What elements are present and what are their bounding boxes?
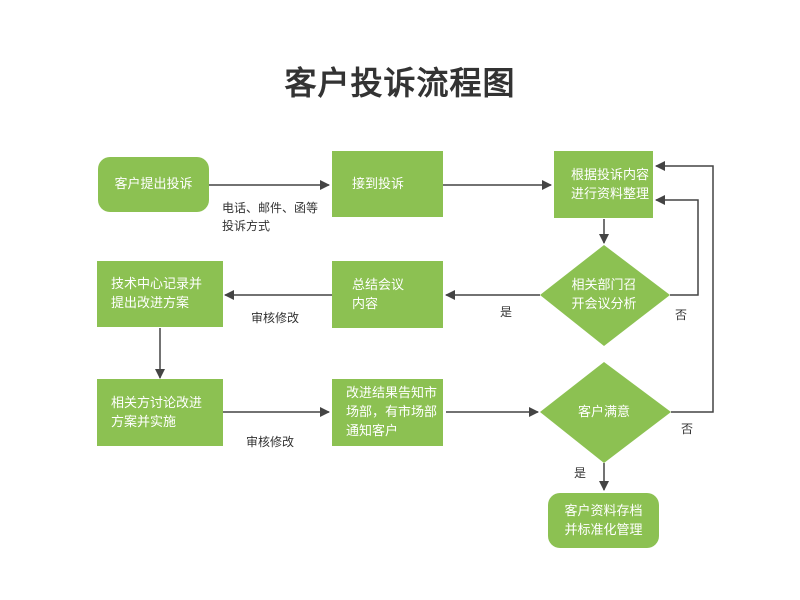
- edge-label-yes-2: 是: [574, 466, 587, 480]
- node-summarize-meeting: 总结会议内容: [332, 261, 443, 328]
- arrow-meeting-no-loop: [655, 195, 699, 296]
- node-tech-center: 技术中心记录并提出改进方案: [97, 261, 223, 327]
- decision-diamond-meeting: [540, 245, 670, 346]
- node-receive-complaint-label: 接到投诉: [352, 176, 405, 192]
- node-complaint-submit-label: 客户提出投诉: [114, 177, 193, 192]
- edge-label-channels: 电话、邮件、函等投诉方式: [222, 201, 319, 233]
- edge-label-review-1: 审核修改: [251, 311, 300, 325]
- node-receive-complaint: 接到投诉: [332, 151, 443, 217]
- node-inform-result-label: 改进结果告知市场部，有市场部通知客户: [346, 386, 438, 439]
- node-archive-label: 客户资料存档并标准化管理: [564, 503, 643, 538]
- edge-label-no-2: 否: [681, 422, 694, 436]
- page-title: 客户投诉流程图: [284, 64, 516, 102]
- edge-label-review-2: 审核修改: [246, 435, 295, 449]
- node-complaint-submit: 客户提出投诉: [98, 157, 209, 212]
- edge-label-yes-1: 是: [500, 305, 513, 319]
- node-organize-data-label: 根据投诉内容进行资料整理: [571, 167, 650, 202]
- node-inform-result: 改进结果告知市场部，有市场部通知客户: [332, 379, 443, 446]
- node-summarize-meeting-label: 总结会议内容: [352, 277, 405, 312]
- node-archive: 客户资料存档并标准化管理: [548, 493, 659, 548]
- arrow-satisfied-no-loop: [655, 161, 714, 413]
- decision-satisfied-label: 客户满意: [577, 404, 630, 420]
- node-organize-data: 根据投诉内容进行资料整理: [554, 151, 653, 218]
- decision-meeting-label: 相关部门召开会议分析: [571, 278, 637, 312]
- decision-diamond-satisfied: [540, 362, 671, 463]
- node-discuss-implement-label: 相关方讨论改进方案并实施: [111, 395, 203, 430]
- node-tech-center-label: 技术中心记录并提出改进方案: [111, 277, 203, 311]
- node-discuss-implement: 相关方讨论改进方案并实施: [97, 379, 223, 446]
- edge-label-no-1: 否: [675, 308, 688, 322]
